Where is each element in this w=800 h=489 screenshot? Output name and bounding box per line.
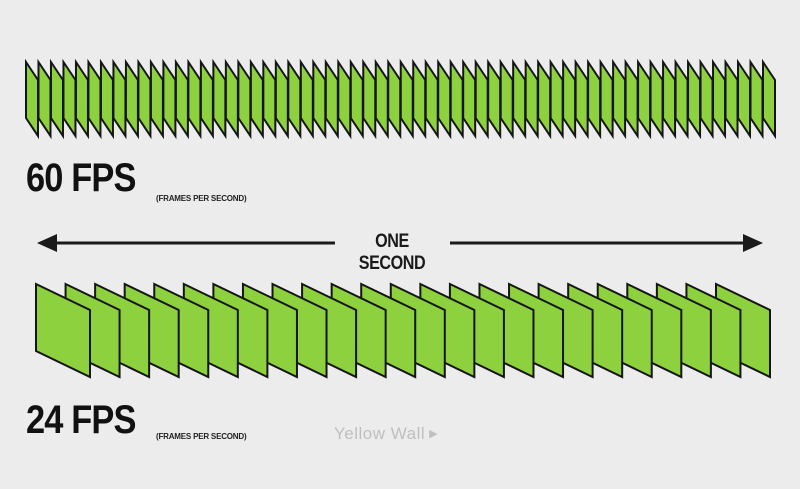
frames-60-frame-42 [537,58,552,140]
frames-60-frame-33 [424,58,439,140]
frames-60-frame-30 [387,58,402,140]
frames-60-frame-51 [649,58,664,140]
arrow-head-left-icon [37,234,57,252]
frames-60-frame-16 [212,58,227,140]
frames-60-frame-55 [699,58,714,140]
frames-60-frame-53 [674,58,689,140]
frames-60-frame-43 [549,58,564,140]
frames-60-frame-18 [237,58,252,140]
frames-60-frame-52 [662,58,677,140]
frames-60-frame-54 [687,58,702,140]
frames-60-frame-22 [287,58,302,140]
frames-60-frame-45 [574,58,589,140]
frames-60-frame-25 [324,58,339,140]
frames-60-frame-12 [162,58,177,140]
frames-60-frame-28 [362,58,377,140]
frames-60-frame-38 [487,58,502,140]
frames-60-frame-31 [399,58,414,140]
frames-60-frame-15 [199,58,214,140]
frames-60-row [25,58,776,140]
frames-60-frame-60 [762,58,776,140]
frames-60-frame-48 [612,58,627,140]
frames-60-frame-41 [524,58,539,140]
frames-60-frame-13 [174,58,189,140]
frames-60-frame-49 [624,58,639,140]
frames-60-frame-32 [412,58,427,140]
fps-60-sublabel: (FRAMES PER SECOND) [156,194,247,203]
frames-60-frame-40 [512,58,527,140]
frames-60-frame-34 [437,58,452,140]
frames-60-frame-10 [137,58,152,140]
frames-60-frame-50 [637,58,652,140]
frames-60-frame-44 [562,58,577,140]
frames-60-frame-36 [462,58,477,140]
frames-60-frame-7 [99,58,114,140]
frames-60-frame-1 [25,58,39,140]
frames-60-frame-3 [49,58,64,140]
frames-60-frame-39 [499,58,514,140]
arrow-head-right-icon [743,234,763,252]
frames-60-frame-46 [587,58,602,140]
frames-60-frame-8 [112,58,127,140]
one-second-label: ONE SECOND [341,231,443,275]
frames-60-frame-9 [124,58,139,140]
play-triangle-icon: ▶ [429,428,439,440]
frames-60-frame-56 [712,58,727,140]
frames-60-frame-35 [449,58,464,140]
frames-60-frame-58 [737,58,752,140]
frames-60-frame-23 [299,58,314,140]
frames-60-frame-11 [149,58,164,140]
frames-60-frame-6 [87,58,102,140]
frames-60-frame-17 [224,58,239,140]
frames-60-frame-57 [724,58,739,140]
frames-60-frame-21 [274,58,289,140]
frames-60-frame-14 [187,58,202,140]
frames-24-frame-1 [35,282,91,379]
frames-60-frame-2 [37,58,52,140]
frames-60-frame-59 [749,58,764,140]
frames-60-frame-27 [349,58,364,140]
frames-60-frame-26 [337,58,352,140]
fps-24-sublabel: (FRAMES PER SECOND) [156,432,247,441]
frames-60-frame-19 [249,58,264,140]
frames-60-frame-4 [62,58,77,140]
watermark-text: Yellow Wall [334,424,426,443]
watermark: Yellow Wall▶ [334,424,438,444]
frames-60-frame-5 [74,58,89,140]
frames-60-frame-24 [312,58,327,140]
frames-60-frame-29 [374,58,389,140]
fps-60-label: 60 FPS [26,156,136,200]
frames-60-frame-37 [474,58,489,140]
frames-60-frame-20 [262,58,277,140]
frames-60-frame-47 [599,58,614,140]
one-second-arrow [37,234,763,252]
frames-24-row [35,282,771,379]
fps-24-label: 24 FPS [26,398,136,442]
